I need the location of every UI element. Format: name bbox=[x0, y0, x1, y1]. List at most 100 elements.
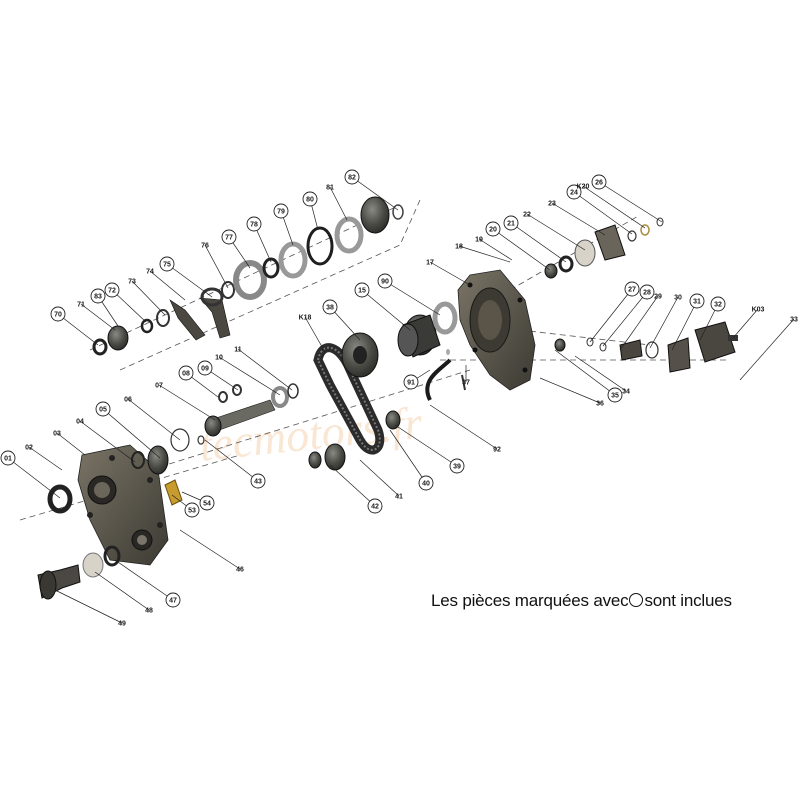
callout-circle-icon bbox=[95, 401, 111, 417]
callout-40: 40 bbox=[389, 429, 434, 491]
callout-70: 70 bbox=[50, 306, 99, 346]
callout-48: 48 bbox=[94, 571, 153, 615]
clutch-drum bbox=[397, 301, 458, 358]
callout-73: 73 bbox=[128, 279, 166, 316]
callout-label: 92 bbox=[493, 447, 501, 454]
callout-38: 38 bbox=[322, 299, 361, 341]
leader-line bbox=[179, 529, 241, 570]
callout-33: 33 bbox=[739, 317, 798, 381]
callout-label: 81 bbox=[326, 185, 334, 192]
leader-line bbox=[478, 238, 513, 261]
leader-line bbox=[218, 356, 281, 396]
callout-label: 79 bbox=[277, 209, 285, 216]
callout-label: 77 bbox=[225, 235, 233, 242]
callout-23: 23 bbox=[548, 201, 606, 236]
callout-30: 30 bbox=[649, 295, 682, 349]
callout-label: 24 bbox=[570, 190, 578, 197]
leader-line bbox=[429, 404, 498, 450]
callout-80: 80 bbox=[302, 191, 319, 231]
callout-05: 05 bbox=[95, 401, 161, 459]
callout-34: 34 bbox=[574, 355, 630, 396]
shift-forks bbox=[169, 287, 231, 341]
callout-label: 26 bbox=[595, 180, 603, 187]
callout-k20: K20 bbox=[577, 184, 646, 229]
callout-label: K18 bbox=[299, 315, 312, 322]
leader-line bbox=[111, 289, 147, 323]
callout-circle-icon bbox=[689, 293, 705, 309]
callout-label: 19 bbox=[475, 237, 483, 244]
callout-circle-icon bbox=[322, 299, 338, 315]
callout-circle-icon bbox=[485, 221, 501, 237]
leader-line bbox=[102, 408, 161, 459]
callout-22: 22 bbox=[523, 212, 586, 251]
callout-72: 72 bbox=[104, 282, 147, 323]
callout-label: 11 bbox=[234, 347, 242, 354]
leader-line bbox=[79, 420, 136, 463]
callout-04: 04 bbox=[76, 419, 136, 463]
callout-label: 06 bbox=[124, 397, 132, 404]
callout-74: 74 bbox=[146, 269, 186, 301]
callout-circle-icon bbox=[50, 306, 66, 322]
callout-label: 54 bbox=[203, 501, 211, 508]
leader-line bbox=[573, 191, 633, 235]
callout-label: 01 bbox=[4, 456, 12, 463]
leader-line bbox=[574, 355, 627, 392]
callout-71: 71 bbox=[77, 302, 116, 331]
callout-91: 91 bbox=[403, 369, 431, 390]
leader-line bbox=[80, 303, 116, 331]
callout-circle-icon bbox=[403, 374, 419, 390]
callout-label: 78 bbox=[250, 222, 258, 229]
callout-label: 21 bbox=[507, 221, 515, 228]
callout-circle-icon bbox=[246, 216, 262, 232]
callout-circle-icon bbox=[199, 495, 215, 511]
leader-line bbox=[166, 263, 213, 298]
callout-label: 37 bbox=[462, 380, 470, 387]
leader-line bbox=[389, 429, 427, 484]
callout-21: 21 bbox=[503, 215, 567, 263]
callout-27: 27 bbox=[589, 281, 640, 343]
callout-label: 73 bbox=[128, 279, 136, 286]
callout-77: 77 bbox=[221, 229, 251, 269]
callout-76: 76 bbox=[201, 243, 229, 289]
callout-label: 04 bbox=[76, 419, 84, 426]
callout-label: 82 bbox=[348, 175, 356, 182]
leader-line bbox=[359, 459, 400, 497]
callout-53: 53 bbox=[171, 494, 200, 518]
leader-line bbox=[649, 296, 679, 349]
callout-label: 38 bbox=[326, 305, 334, 312]
callout-circle-icon bbox=[273, 203, 289, 219]
leader-line bbox=[394, 424, 458, 467]
callout-label: 27 bbox=[628, 287, 636, 294]
callout-label: 28 bbox=[643, 290, 651, 297]
callout-47: 47 bbox=[114, 559, 181, 608]
leader-line bbox=[204, 244, 229, 289]
rings-upper bbox=[92, 204, 404, 356]
leader-line bbox=[598, 181, 663, 223]
leader-line bbox=[28, 446, 63, 471]
callout-39: 39 bbox=[394, 424, 465, 474]
callout-29: 29 bbox=[619, 294, 662, 351]
callout-circle-icon bbox=[178, 365, 194, 381]
callout-circle-icon bbox=[449, 458, 465, 474]
callout-label: 80 bbox=[306, 197, 314, 204]
callout-k18: K18 bbox=[299, 315, 326, 353]
callout-label: 76 bbox=[201, 243, 209, 250]
callout-82: 82 bbox=[344, 169, 399, 211]
leader-line bbox=[582, 185, 646, 229]
callout-label: 74 bbox=[146, 269, 154, 276]
callout-circle-icon bbox=[418, 475, 434, 491]
callout-28: 28 bbox=[602, 284, 655, 347]
leader-line bbox=[204, 439, 259, 482]
callout-circle-icon bbox=[197, 360, 213, 376]
leader-line bbox=[526, 213, 586, 251]
leader-line bbox=[671, 300, 698, 351]
callout-circle-icon bbox=[503, 215, 519, 231]
callout-32: 32 bbox=[699, 296, 726, 341]
callout-24: 24 bbox=[566, 184, 633, 235]
callout-circle-icon bbox=[159, 256, 175, 272]
callout-label: 30 bbox=[674, 295, 682, 302]
callout-circle-icon bbox=[165, 592, 181, 608]
callout-label: 34 bbox=[622, 389, 630, 396]
